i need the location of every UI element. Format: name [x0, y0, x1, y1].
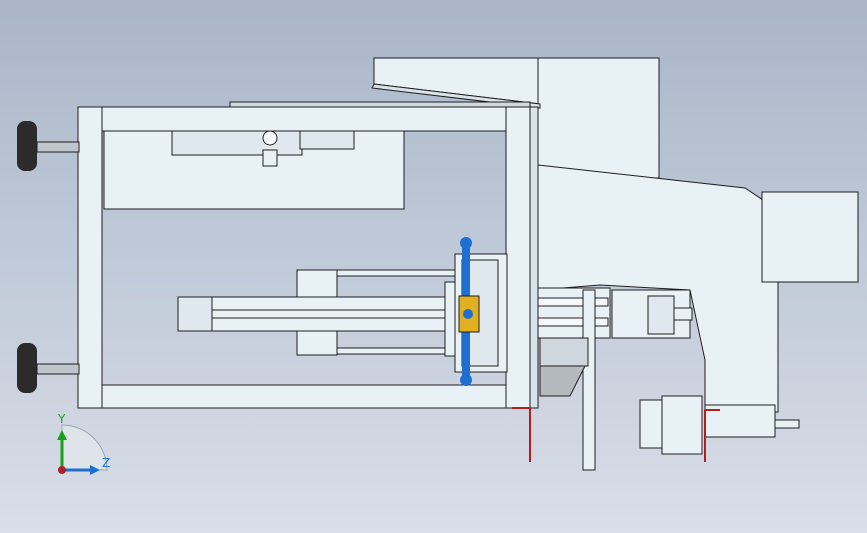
frame-top-lip	[229, 101, 531, 108]
accents	[458, 237, 720, 462]
guide-rod-top	[336, 269, 458, 277]
gripper-head	[647, 295, 675, 335]
cam-shaft	[537, 317, 609, 327]
foot-stem	[36, 141, 80, 153]
frame-top-bar	[77, 106, 531, 132]
triad-z-label: Z	[102, 456, 111, 470]
motor-body	[171, 130, 303, 156]
hopper-box	[537, 57, 660, 179]
blue-fitting	[460, 374, 472, 386]
clamp-pin	[774, 419, 800, 429]
coordinate-triad-icon	[57, 424, 108, 475]
motor-shaft	[262, 130, 278, 146]
foot-stem	[36, 363, 80, 375]
vertical-rod	[582, 289, 596, 471]
feet	[17, 121, 80, 393]
blue-fitting	[460, 237, 472, 249]
triad-y-label: Y	[58, 412, 66, 426]
motor-foot	[262, 149, 278, 167]
slide-rail	[177, 296, 449, 332]
frame-left-post	[77, 106, 103, 409]
motor-cap	[299, 130, 355, 150]
cam-shaft	[537, 297, 609, 307]
frame-bottom-bar	[77, 384, 531, 409]
foot-pad	[17, 343, 37, 393]
clamp-block	[639, 399, 665, 449]
slide-end	[177, 296, 213, 332]
chute-wedge	[539, 365, 586, 397]
cam-bracket	[537, 287, 611, 339]
frame-right-post	[505, 106, 531, 409]
gripper-tip	[673, 307, 693, 321]
red-bracket	[512, 407, 531, 462]
clamp-body	[661, 395, 703, 455]
foot-pad	[17, 121, 37, 171]
frame-right-plate	[529, 106, 539, 409]
guide-rod-bot	[336, 347, 458, 355]
blue-knob	[463, 309, 473, 319]
right-feed-plate	[761, 191, 859, 283]
cylinder-block	[539, 337, 589, 367]
